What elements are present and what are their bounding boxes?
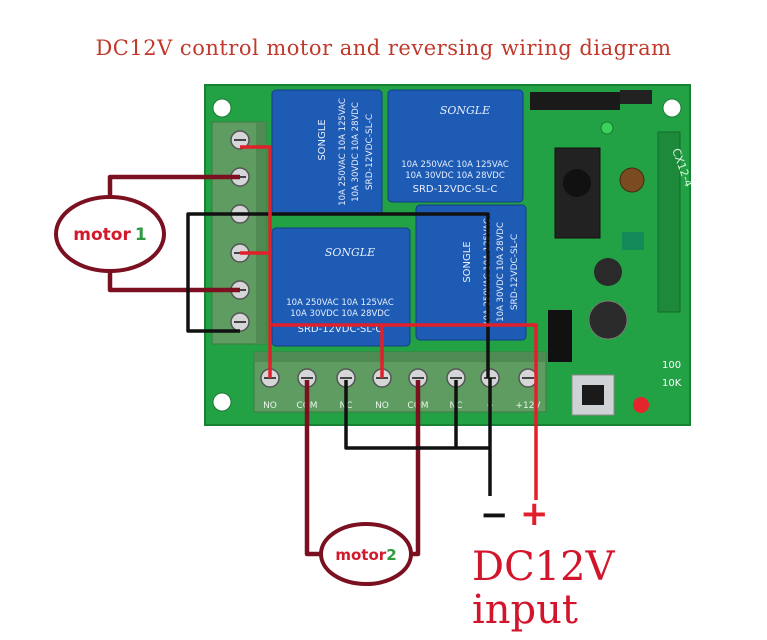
- relay-ratings: 10A 250VAC 10A 125VAC: [286, 298, 394, 308]
- svg-text:motor2: motor2: [335, 546, 396, 564]
- relay-ratings: 10A 30VDC 10A 28VDC: [496, 222, 506, 322]
- neg-wire-loop: [186, 212, 240, 333]
- mounting-hole: [212, 98, 232, 118]
- power-led: [633, 397, 649, 413]
- left-terminal-block: [211, 121, 267, 345]
- relay-model: SRD-12VDC-SL-C: [365, 114, 375, 190]
- power-label-line2: input: [472, 587, 578, 633]
- rf-module: [657, 131, 681, 313]
- positive-wires: [240, 145, 538, 500]
- relay-ratings: 10A 30VDC 10A 28VDC: [290, 309, 390, 319]
- jumper-header: [620, 90, 652, 104]
- motor1-number: 1: [135, 225, 147, 245]
- plus-symbol: +: [520, 494, 549, 534]
- relay-ratings: 10A 250VAC 10A 125VAC: [401, 160, 509, 170]
- power-label-line1: DC12V: [472, 544, 615, 590]
- relay-bottom-right: SONGLE 10A 250VAC 10A 125VAC 10A 30VDC 1…: [415, 204, 527, 341]
- motor2: motor2: [319, 522, 413, 586]
- jumper-header: [530, 92, 620, 110]
- resistor-label-100: 100: [662, 360, 681, 371]
- relay-top-left: SONGLE 10A 250VAC 10A 125VAC 10A 30VDC 1…: [271, 89, 383, 216]
- relay-bottom-left: SONGLE 10A 250VAC 10A 125VAC 10A 30VDC 1…: [271, 227, 411, 347]
- push-button-cap: [582, 385, 604, 405]
- relay-brand: SONGLE: [325, 246, 375, 259]
- terminal-screw: [518, 368, 538, 388]
- relay-brand: SONGLE: [462, 241, 473, 282]
- relay-model: SRD-12VDC-SL-C: [413, 184, 498, 195]
- motor2-number: 2: [386, 546, 396, 564]
- terminal-screw: [297, 368, 317, 388]
- diagram-title: DC12V control motor and reversing wiring…: [95, 36, 672, 60]
- relay-model: SRD-12VDC-SL-C: [298, 324, 383, 335]
- relay-ratings: 10A 30VDC 10A 28VDC: [351, 102, 361, 202]
- motor2-label: motor: [335, 546, 386, 564]
- terminal-screw: [230, 130, 250, 150]
- terminal-label: +12V: [515, 401, 541, 411]
- transistor: [548, 310, 572, 362]
- terminal-label: NO: [375, 401, 389, 411]
- terminal-label: NO: [263, 401, 277, 411]
- trimmer: [622, 232, 644, 250]
- relay-ratings: 10A 30VDC 10A 28VDC: [405, 171, 505, 181]
- mounting-hole: [662, 98, 682, 118]
- relay-ratings: 10A 250VAC 10A 125VAC: [338, 98, 348, 206]
- ic-chip: [554, 147, 601, 239]
- terminal-screw: [230, 312, 250, 332]
- motor2-wire-left: [304, 380, 322, 557]
- relay-brand: SONGLE: [440, 104, 490, 117]
- minus-symbol: −: [480, 495, 509, 535]
- capacitor: [588, 300, 628, 340]
- mounting-hole: [212, 392, 232, 412]
- inductor-core: [563, 169, 591, 197]
- status-led: [600, 121, 614, 135]
- pos-wire-left: [240, 145, 272, 378]
- pos-wire-bus: [270, 323, 538, 378]
- capacitor: [594, 258, 622, 286]
- motor1-label: motor: [73, 225, 131, 245]
- resistor-label-10k: 10K: [662, 378, 682, 389]
- terminal-screw: [446, 368, 466, 388]
- relay-top-right: SONGLE 10A 250VAC 10A 125VAC 10A 30VDC 1…: [387, 89, 524, 203]
- relay-model: SRD-12VDC-SL-C: [510, 234, 520, 310]
- coil: [619, 167, 645, 193]
- relay-brand: SONGLE: [317, 119, 328, 160]
- neg-wire-nc1: [344, 380, 490, 450]
